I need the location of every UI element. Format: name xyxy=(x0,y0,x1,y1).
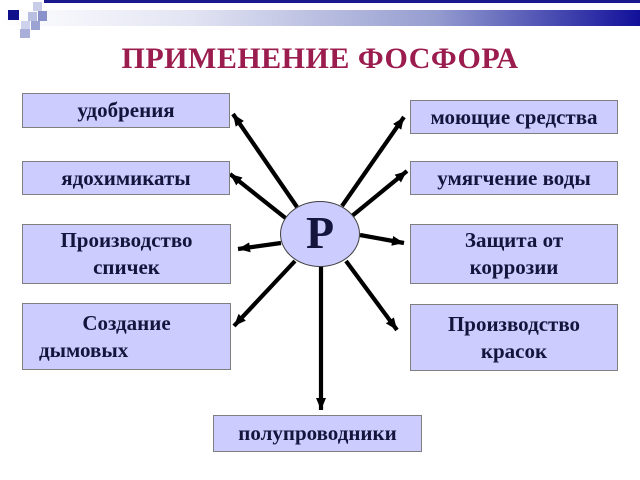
node-label-line: дымовых xyxy=(39,337,129,362)
top-rule-line xyxy=(44,0,640,3)
node-label: умягчение воды xyxy=(437,165,591,190)
node-phosphorus-symbol: P xyxy=(280,201,360,267)
node-label: полупроводники xyxy=(238,421,397,445)
arrow-to-corrosion xyxy=(359,232,405,246)
page-title: ПРИМЕНЕНИЕ ФОСФОРА xyxy=(121,42,519,75)
node-label-line: Производство xyxy=(447,311,581,336)
node-fertilizers: удобрения xyxy=(22,93,230,128)
decor-square xyxy=(28,12,37,21)
arrow-to-detergents xyxy=(340,115,406,208)
node-paint-production: Производство красок xyxy=(410,304,618,371)
node-label-line: Создание xyxy=(82,310,171,335)
decor-square xyxy=(38,11,47,21)
node-corrosion-protection: Защита от коррозии xyxy=(410,224,618,284)
node-label-line: Защита от xyxy=(464,228,564,252)
phosphorus-symbol-label: P xyxy=(305,207,335,258)
node-label: ядохимикаты xyxy=(61,165,191,190)
node-label-line: спичек xyxy=(93,255,160,279)
arrow-to-fertilizers xyxy=(231,112,299,209)
arrow-to-smoke-screens xyxy=(232,259,297,328)
header-gradient-bar xyxy=(0,10,640,26)
node-smoke-screens: Создание дымовых xyxy=(22,303,231,370)
node-semiconductors: полупроводники xyxy=(213,415,422,452)
node-label-line: коррозии xyxy=(469,255,559,279)
decor-square xyxy=(20,29,30,38)
node-label: моющие средства xyxy=(430,104,598,129)
node-water-softening: умягчение воды xyxy=(410,161,618,195)
arrow-to-paints xyxy=(344,259,399,332)
node-label: удобрения xyxy=(77,98,175,122)
arrow-to-matches xyxy=(237,240,282,253)
decor-square xyxy=(31,21,40,30)
decor-square xyxy=(8,10,19,20)
node-pesticides: ядохимикаты xyxy=(22,161,230,195)
node-label-line: красок xyxy=(480,338,548,363)
decor-square xyxy=(21,21,30,29)
node-detergents: моющие средства xyxy=(410,100,618,134)
decor-square xyxy=(33,2,42,11)
node-label-line: Производство xyxy=(60,228,193,252)
arrow-to-pesticides xyxy=(228,172,290,222)
arrow-to-water-softening xyxy=(350,169,409,218)
node-match-production: Производство спичек xyxy=(22,224,231,284)
